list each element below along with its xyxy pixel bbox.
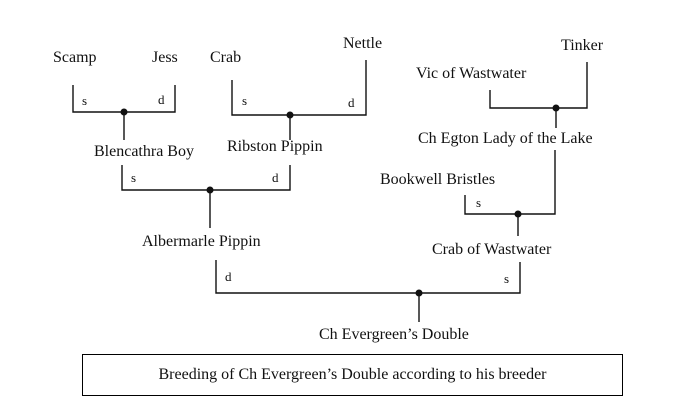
dog-vic-of-wastwater: Vic of Wastwater bbox=[416, 65, 527, 82]
dog-nettle: Nettle bbox=[343, 35, 383, 52]
dog-crab-of-wastwater: Crab of Wastwater bbox=[432, 241, 552, 258]
dam-mark-ribston-pippin: d bbox=[272, 170, 279, 185]
caption-text: Breeding of Ch Evergreen’s Double accord… bbox=[158, 366, 547, 383]
sire-mark-crab: s bbox=[242, 93, 248, 108]
dog-scamp: Scamp bbox=[53, 49, 97, 66]
dog-crab: Crab bbox=[210, 49, 242, 66]
dam-mark-nettle: d bbox=[348, 95, 355, 110]
dog-ribston-pippin: Ribston Pippin bbox=[227, 138, 323, 155]
dog-ch-evergreens-double: Ch Evergreen’s Double bbox=[319, 326, 469, 343]
sire-mark-scamp: s bbox=[82, 93, 88, 108]
dog-tinker: Tinker bbox=[561, 37, 604, 54]
caption-box: Breeding of Ch Evergreen’s Double accord… bbox=[82, 354, 623, 396]
dam-mark-albermarle-pippin: d bbox=[225, 269, 232, 284]
dog-jess: Jess bbox=[152, 49, 178, 66]
dam-mark-jess: d bbox=[158, 92, 165, 107]
sire-mark-crab-of-wastwater: s bbox=[504, 271, 510, 286]
dog-albermarle-pippin: Albermarle Pippin bbox=[142, 233, 261, 250]
sire-mark-bookwell-bristles: s bbox=[476, 195, 482, 210]
dog-ch-egton-lady-of-the-lake: Ch Egton Lady of the Lake bbox=[418, 130, 593, 147]
sire-mark-blencathra-boy: s bbox=[131, 170, 137, 185]
dog-blencathra-boy: Blencathra Boy bbox=[94, 143, 194, 160]
dog-bookwell-bristles: Bookwell Bristles bbox=[380, 171, 496, 188]
